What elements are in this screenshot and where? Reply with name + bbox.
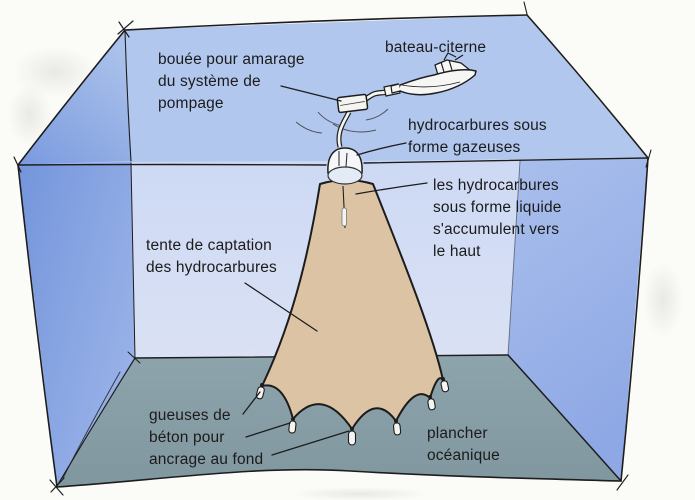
label-liquid-hydrocarbons: les hydrocarbures sous forme liquide s'a…	[433, 177, 562, 260]
leader-anchor-1	[242, 391, 261, 415]
paper-smudges	[8, 46, 683, 500]
mooring-buoy-drawing	[336, 93, 369, 114]
collection-dome	[327, 147, 363, 185]
leader-mooring-buoy	[280, 85, 342, 102]
buoy-to-dome-hose	[336, 110, 352, 148]
right-wall	[508, 158, 648, 481]
leader-liquid	[355, 182, 428, 195]
leader-anchor-2	[245, 422, 291, 438]
concrete-anchors	[255, 377, 450, 446]
leader-tent	[244, 282, 318, 332]
ocean-floor-face	[57, 355, 621, 487]
label-tanker-ship: bateau-citerne	[385, 39, 487, 56]
surface-left-shade	[18, 30, 131, 165]
leader-lines	[242, 85, 428, 456]
leader-anchor-3	[271, 430, 350, 456]
label-capture-tent: tente de captation des hydrocarbures	[146, 237, 277, 276]
label-concrete-anchors: gueuses de béton pour ancrage au fond	[149, 407, 264, 468]
riser-pipe	[341, 185, 347, 229]
leader-gas	[356, 142, 407, 156]
label-ocean-floor: plancher océanique	[427, 425, 500, 464]
water-ripples	[295, 108, 389, 134]
water-surface-face	[18, 15, 648, 165]
tanker-ship-drawing	[390, 52, 477, 96]
box-edges	[13, 1, 652, 496]
label-gas-hydrocarbons: hydrocarbures sous forme gazeuses	[408, 117, 547, 156]
label-mooring-buoy: bouée pour amarage du système de pompage	[158, 51, 305, 112]
